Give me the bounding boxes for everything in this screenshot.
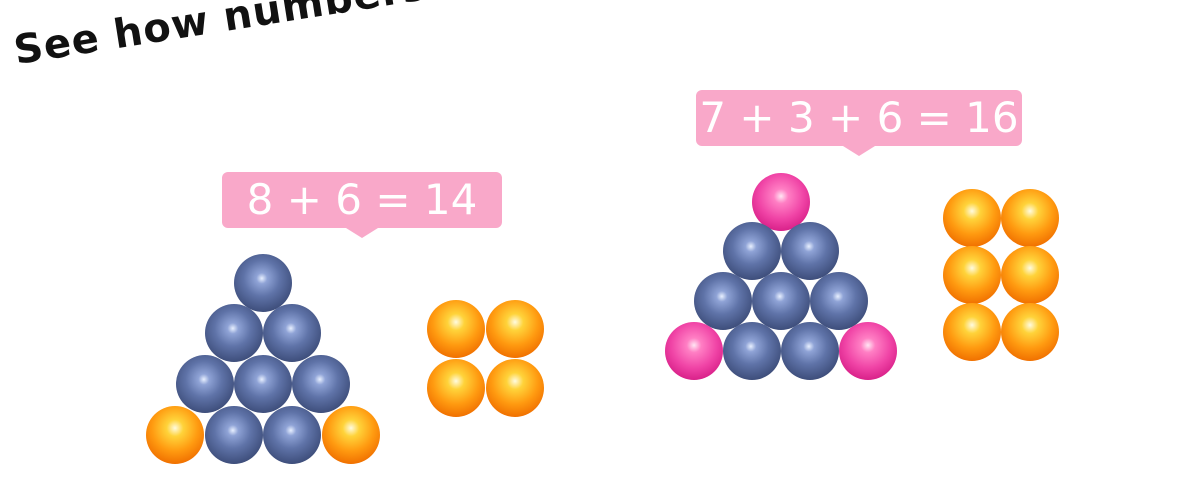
blue-ball (234, 355, 292, 413)
equation-bubble-left: 8 + 6 = 14 (222, 172, 502, 238)
orange-ball (943, 189, 1001, 247)
blue-ball (752, 272, 810, 330)
blue-ball (723, 222, 781, 280)
orange-ball (1001, 246, 1059, 304)
orange-ball (943, 246, 1001, 304)
blue-ball (810, 272, 868, 330)
blue-ball (176, 355, 234, 413)
orange-ball (427, 300, 485, 358)
blue-ball (234, 254, 292, 312)
orange-ball (322, 406, 380, 464)
blue-ball (723, 322, 781, 380)
equation-bubble-right: 7 + 3 + 6 = 16 (696, 90, 1022, 156)
blue-ball (781, 322, 839, 380)
blue-ball (263, 406, 321, 464)
orange-ball (146, 406, 204, 464)
blue-ball (781, 222, 839, 280)
page-title: See how numbers add up (10, 0, 604, 74)
orange-ball (1001, 189, 1059, 247)
blue-ball (292, 355, 350, 413)
orange-ball (943, 303, 1001, 361)
pink-ball (839, 322, 897, 380)
pink-ball (752, 173, 810, 231)
blue-ball (694, 272, 752, 330)
orange-ball (1001, 303, 1059, 361)
orange-ball (486, 359, 544, 417)
blue-ball (205, 406, 263, 464)
blue-ball (263, 304, 321, 362)
orange-ball (486, 300, 544, 358)
pink-ball (665, 322, 723, 380)
blue-ball (205, 304, 263, 362)
orange-ball (427, 359, 485, 417)
